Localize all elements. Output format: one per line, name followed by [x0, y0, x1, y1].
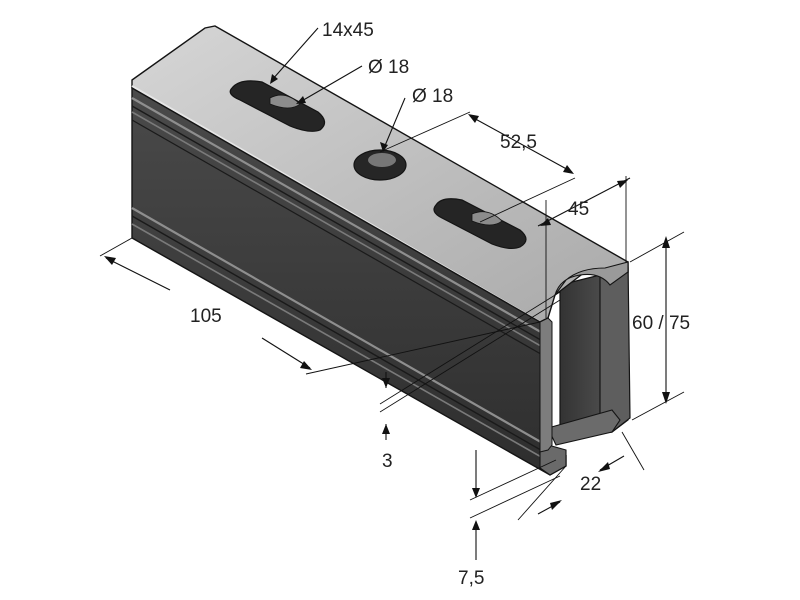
dim-slot-leader — [270, 27, 319, 84]
dim-flange-depth — [517, 431, 645, 521]
rib-upper-1 — [131, 97, 547, 336]
dim-hole-center-leader — [380, 97, 406, 152]
rib-upper-4 — [131, 119, 547, 358]
front-flange-end — [539, 317, 553, 453]
rib-lower-3 — [131, 223, 551, 463]
label-height: 60 / 75 — [632, 313, 690, 334]
label-slot: 14x45 — [322, 20, 374, 41]
dim-hole-small-leader — [296, 65, 363, 104]
label-flange-depth: 22 — [580, 474, 601, 495]
label-thickness: 3 — [382, 451, 393, 472]
dim-lip-width — [537, 176, 631, 318]
rib-lower-2 — [131, 215, 547, 454]
dim-hole-spacing — [379, 111, 576, 223]
top-curl — [554, 261, 629, 296]
label-hole-center: Ø 18 — [412, 86, 453, 107]
rib-upper-3 — [131, 111, 547, 350]
label-hole-small: Ø 18 — [368, 57, 409, 78]
rib-lower-1 — [131, 207, 547, 446]
far-flange — [599, 261, 631, 433]
hole-center — [353, 149, 407, 181]
far-lip — [547, 409, 621, 446]
slot-left — [229, 80, 326, 132]
dim-thickness — [379, 291, 561, 440]
label-lip-width: 45 — [568, 199, 589, 220]
dim-lip-return — [469, 450, 561, 560]
label-hole-spacing: 52,5 — [500, 132, 537, 153]
rib-upper-2 — [131, 105, 547, 344]
dim-height — [629, 231, 685, 421]
label-lip-return: 7,5 — [458, 568, 484, 589]
dim-length — [99, 237, 541, 375]
label-length: 105 — [190, 306, 222, 327]
